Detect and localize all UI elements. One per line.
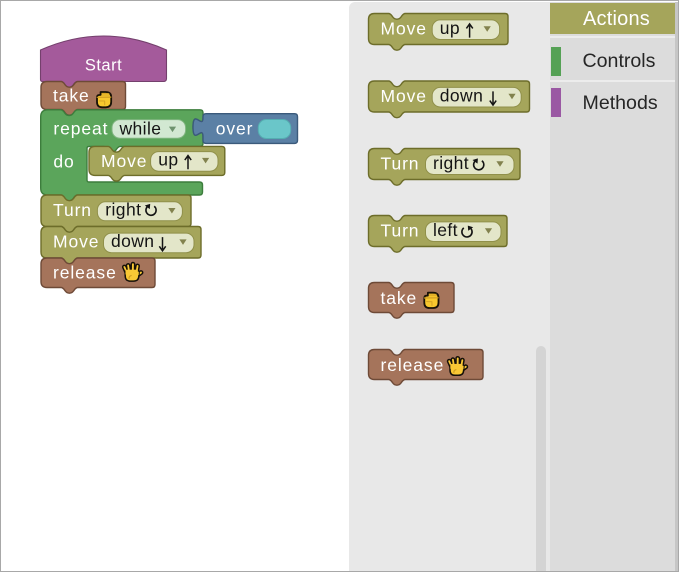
svg-text:repeat: repeat — [53, 118, 108, 138]
svg-text:Turn: Turn — [381, 154, 420, 174]
svg-text:Move: Move — [53, 232, 99, 252]
svg-text:right: right — [433, 153, 469, 173]
svg-text:left: left — [433, 220, 458, 240]
svg-text:over: over — [216, 119, 254, 139]
svg-text:Move: Move — [101, 151, 147, 171]
svg-text:take: take — [381, 288, 418, 308]
svg-text:while: while — [119, 118, 162, 138]
svg-text:Start: Start — [85, 57, 122, 75]
svg-text:up: up — [440, 18, 460, 38]
svg-text:release: release — [53, 263, 117, 283]
svg-text:down: down — [440, 85, 483, 105]
svg-text:Move: Move — [381, 86, 427, 106]
svg-text:Turn: Turn — [53, 200, 92, 220]
svg-text:right: right — [105, 200, 141, 220]
svg-text:Move: Move — [381, 19, 427, 39]
svg-text:up: up — [158, 150, 178, 170]
svg-text:down: down — [111, 231, 154, 251]
svg-text:release: release — [381, 355, 445, 375]
svg-text:do: do — [53, 152, 74, 172]
svg-text:take: take — [53, 86, 90, 106]
svg-text:Turn: Turn — [381, 221, 420, 241]
